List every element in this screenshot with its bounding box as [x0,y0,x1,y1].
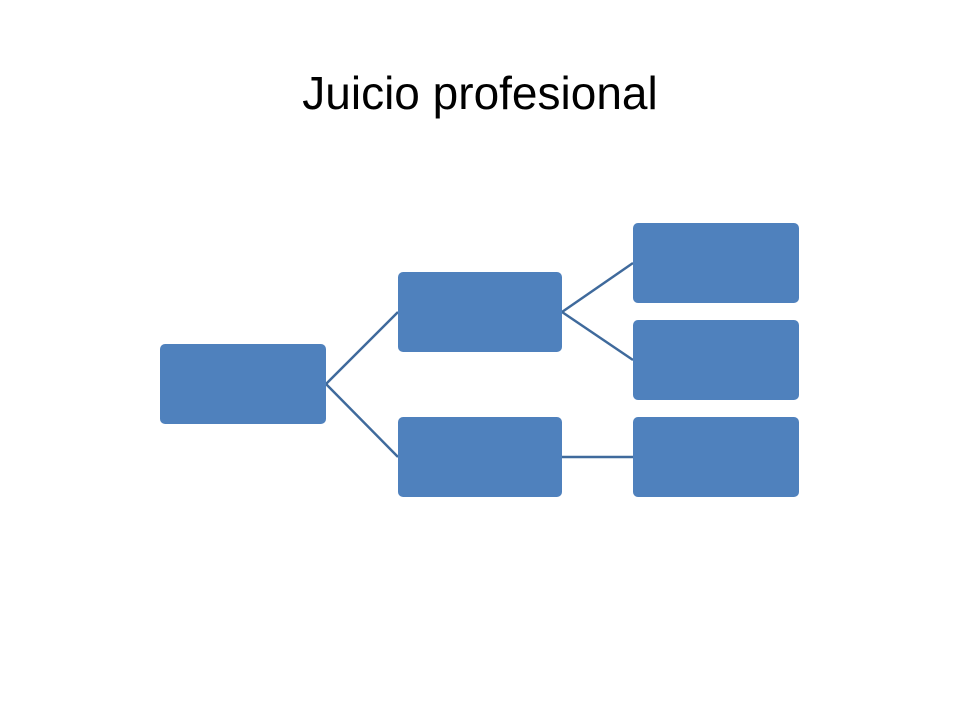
diagram-node-leaf-2[interactable] [633,320,799,400]
diagram-node-lower[interactable] [398,417,562,497]
diagram-node-leaf-1[interactable] [633,223,799,303]
diagram-node-upper[interactable] [398,272,562,352]
slide-title: Juicio profesional [302,67,658,119]
connector-upper-leaf1 [561,261,634,314]
connector-root-lower [325,383,399,458]
connector-upper-leaf2 [561,310,634,362]
connector-root-upper [325,311,399,385]
diagram-node-leaf-3[interactable] [633,417,799,497]
diagram-node-root[interactable] [160,344,326,424]
